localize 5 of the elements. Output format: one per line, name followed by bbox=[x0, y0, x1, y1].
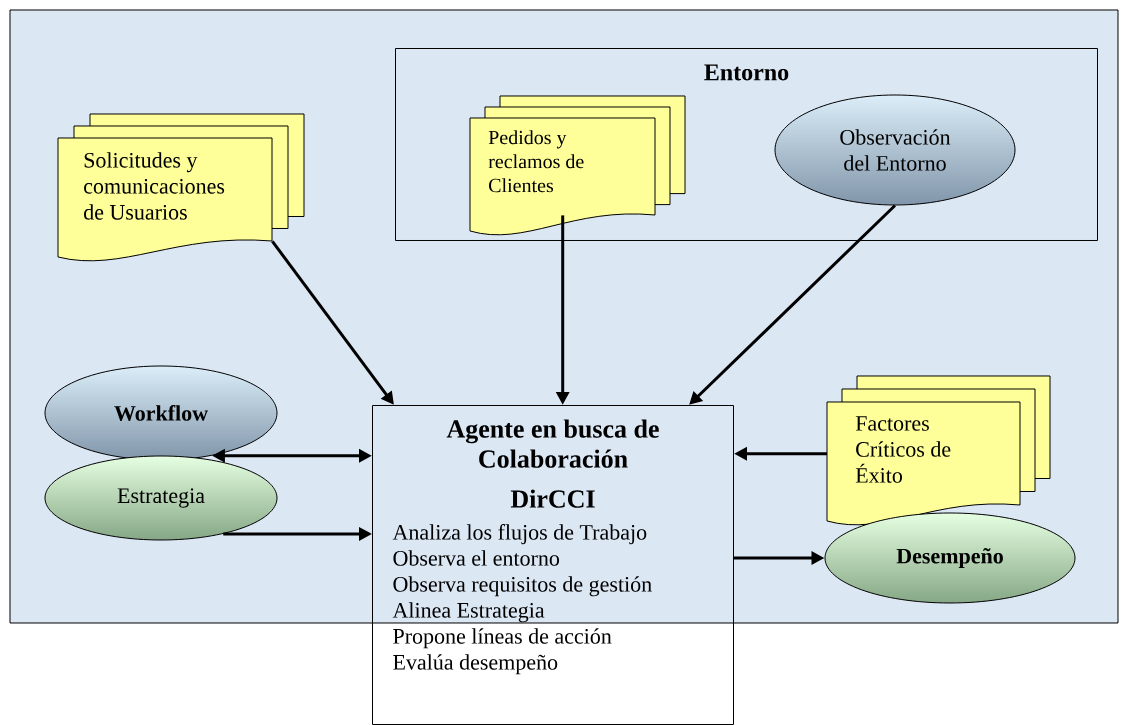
arrow bbox=[689, 204, 897, 405]
document-stack: Pedidos y reclamos de Clientes bbox=[469, 95, 686, 236]
document-stack: Factores Críticos de Éxito bbox=[826, 375, 1051, 526]
agent-box: Agente en busca de Colaboración DirCCI Analiza los flujos de Trabajo Observa el entorno Observa requisitos de gestión Alinea Estrategia Propone líneas de acción Evalúa desempeño bbox=[372, 405, 734, 725]
document-stack: Solicitudes y comunicaciones de Usuarios bbox=[57, 113, 305, 262]
